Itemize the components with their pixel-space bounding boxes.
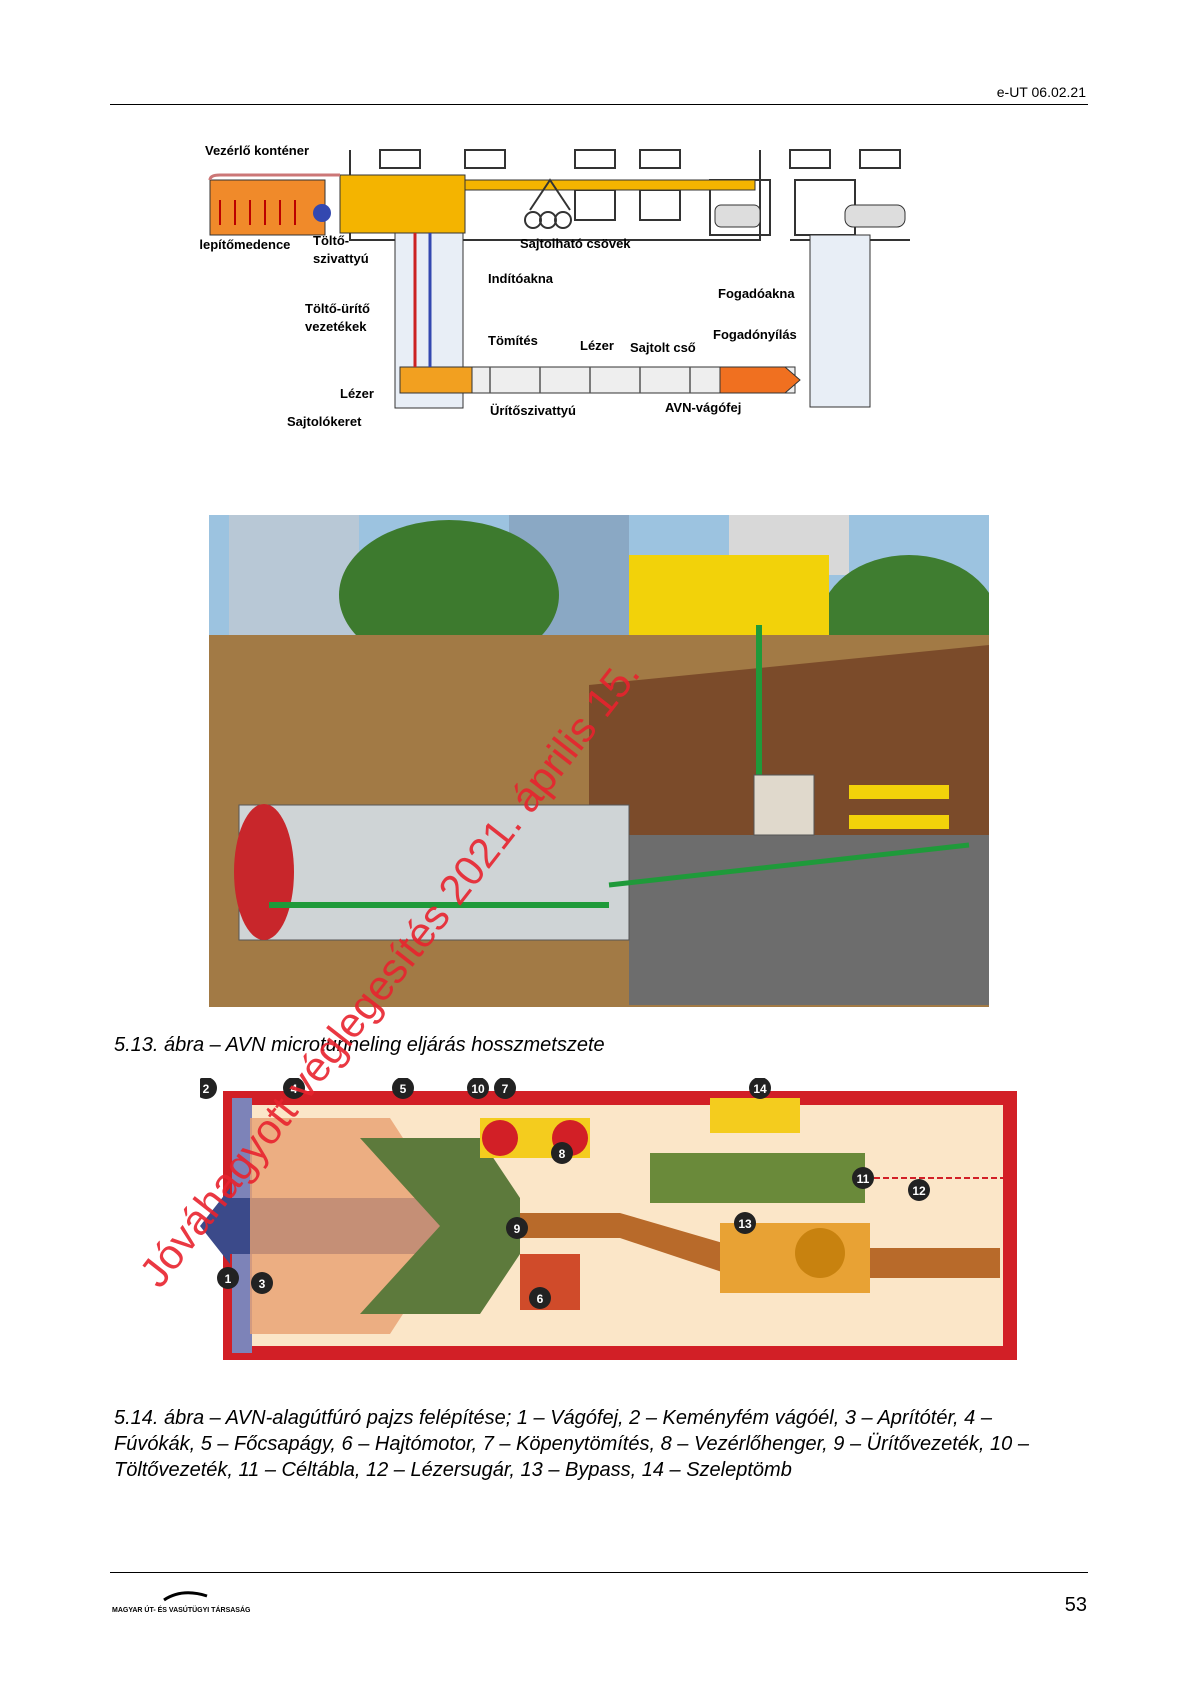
org-logo: MAGYAR ÚT- ÉS VASÚTÜGYI TÁRSASÁG — [112, 1591, 251, 1614]
label-sajtolokeret: Sajtolókeret — [287, 414, 362, 429]
page-header: e-UT 06.02.21 — [110, 78, 1088, 105]
svg-text:14: 14 — [753, 1082, 767, 1096]
svg-text:12: 12 — [912, 1184, 926, 1198]
marker-12: 12 — [908, 1179, 930, 1201]
marker-13: 13 — [734, 1212, 756, 1234]
marker-5: 5 — [392, 1078, 414, 1099]
label-avn-vagofej: AVN-vágófej — [665, 400, 741, 415]
marker-3: 3 — [251, 1272, 273, 1294]
marker-10: 10 — [467, 1078, 489, 1099]
marker-9: 9 — [506, 1217, 528, 1239]
label-tolto-urito-1: Töltő-ürítő — [305, 301, 370, 316]
marker-4: 4 — [283, 1078, 305, 1099]
svg-text:2: 2 — [203, 1082, 210, 1096]
svg-text:3: 3 — [259, 1277, 266, 1291]
svg-text:1: 1 — [225, 1272, 232, 1286]
label-ulepitomedence: Ülepítőmedence — [200, 237, 290, 252]
label-lezer-left: Lézer — [340, 386, 374, 401]
microtunneling-schematic-figure: Vezérlő konténer Ülepítőmedence Töltő- s… — [200, 145, 910, 429]
label-tolto-szivattyu-2: szivattyú — [313, 251, 369, 266]
svg-text:13: 13 — [738, 1217, 752, 1231]
label-lezer-top: Lézer — [580, 338, 614, 353]
marker-14: 14 — [749, 1078, 771, 1099]
label-uritoszivattyu: Ürítőszivattyú — [490, 403, 576, 418]
org-name: MAGYAR ÚT- ÉS VASÚTÜGYI TÁRSASÁG — [112, 1605, 251, 1614]
label-vezerlo-kontener: Vezérlő konténer — [205, 145, 309, 158]
svg-text:9: 9 — [514, 1222, 521, 1236]
page-number: 53 — [1064, 1594, 1087, 1616]
page-footer-rule — [110, 1572, 1088, 1573]
label-fogadonyilas: Fogadónyílás — [713, 327, 797, 342]
microtunneling-3d-illustration — [209, 515, 989, 1007]
svg-text:10: 10 — [471, 1082, 485, 1096]
svg-text:8: 8 — [559, 1147, 566, 1161]
marker-2: 2 — [200, 1078, 217, 1099]
marker-11: 11 — [852, 1167, 874, 1189]
marker-6: 6 — [529, 1287, 551, 1309]
label-sajtolt-cso: Sajtolt cső — [630, 340, 696, 355]
marker-8: 8 — [551, 1142, 573, 1164]
label-tolto-szivattyu-1: Töltő- — [313, 233, 349, 248]
label-tolto-urito-2: vezetékek — [305, 319, 367, 334]
label-fogadoakna: Fogadóakna — [718, 286, 795, 301]
svg-text:4: 4 — [291, 1082, 298, 1096]
label-inditoakna: Indítóakna — [488, 271, 554, 286]
marker-7: 7 — [494, 1078, 516, 1099]
label-tomites: Tömítés — [488, 333, 538, 348]
document-code: e-UT 06.02.21 — [996, 84, 1086, 100]
label-sajtolhato-csovek: Sajtolható csövek — [520, 236, 631, 251]
marker-1: 1 — [217, 1267, 239, 1289]
svg-text:5: 5 — [400, 1082, 407, 1096]
figure-caption-5-13: 5.13. ábra – AVN microtunneling eljárás … — [114, 1034, 605, 1056]
svg-text:7: 7 — [502, 1082, 509, 1096]
svg-text:11: 11 — [857, 1172, 870, 1186]
figure-caption-5-14: 5.14. ábra – AVN-alagútfúró pajzs felépí… — [114, 1407, 1029, 1481]
svg-text:6: 6 — [537, 1292, 544, 1306]
